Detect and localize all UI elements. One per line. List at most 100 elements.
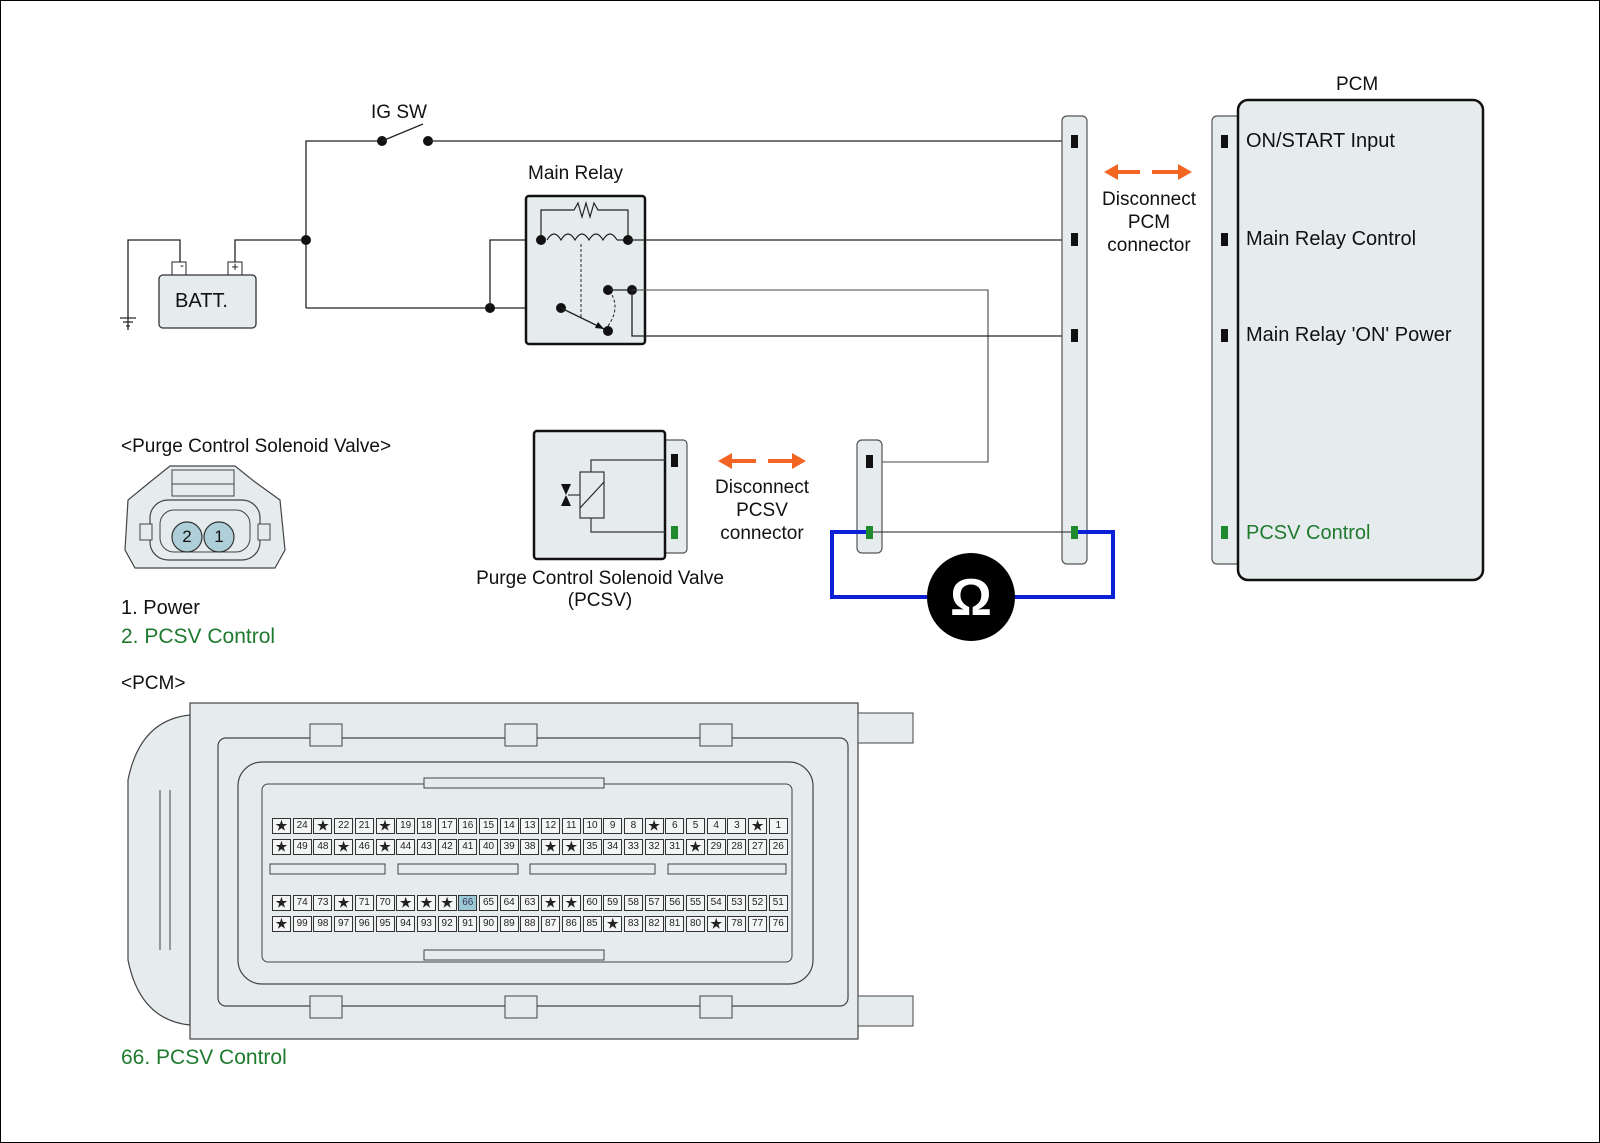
pin-terminal [1071, 233, 1078, 246]
pcm-pin-49: 49 [292, 839, 312, 855]
pcsv-pin-2 [171, 521, 203, 553]
pcm-pin-on-start: ON/START Input [1246, 130, 1395, 152]
pcm-pin-21: 21 [354, 818, 374, 834]
pcm-pin-48: 48 [313, 839, 333, 855]
pcm-pin-53: 53 [727, 895, 747, 911]
pcm-pin-64: 64 [499, 895, 519, 911]
pcm-pin-unused: ★ [313, 818, 333, 834]
pcm-pin-38: 38 [520, 839, 540, 855]
pcm-pin-15: 15 [479, 818, 498, 834]
pcm-pin-unused: ★ [272, 818, 291, 834]
pcsv-connector-face [124, 465, 286, 569]
pcm-pin-5: 5 [686, 818, 705, 834]
disconnect-pcm-arrows [1104, 164, 1192, 180]
pcm-pin-unused: ★ [748, 818, 768, 834]
pcm-pin-81: 81 [665, 916, 685, 932]
pin-terminal [1071, 329, 1078, 342]
pcm-pin-unused: ★ [272, 895, 291, 911]
pcm-pin-unused: ★ [541, 839, 561, 855]
pin-terminal-pcsv [1221, 526, 1228, 539]
pcm-connector-title: <PCM> [121, 673, 186, 694]
pcm-pin-70: 70 [375, 895, 395, 911]
pcm-pin-unused: ★ [375, 839, 395, 855]
pcm-pin-90: 90 [479, 916, 498, 932]
pcm-pin-14: 14 [499, 818, 519, 834]
pcm-pin-78: 78 [727, 916, 747, 932]
pcm-pin-unused: ★ [334, 895, 354, 911]
resistor-icon [540, 200, 629, 240]
pcm-pin-unused: ★ [272, 916, 291, 932]
pcm-pin-12: 12 [541, 818, 561, 834]
battery-body [158, 274, 257, 329]
pcm-pin-13: 13 [520, 818, 540, 834]
valve-icon [561, 484, 571, 495]
pcm-pin-main-relay-control: Main Relay Control [1246, 228, 1417, 250]
pcm-pin-unused: ★ [561, 895, 581, 911]
pcm-pin-91: 91 [458, 916, 478, 932]
pcm-pin-44: 44 [396, 839, 416, 855]
pcm-pin-24: 24 [292, 818, 312, 834]
pcm-pin-57: 57 [644, 895, 664, 911]
disconnect-pcsv-line3: connector [720, 523, 804, 544]
pcm-pin-54: 54 [706, 895, 726, 911]
disconnect-pcm-line2: PCM [1127, 212, 1171, 233]
pcm-pin-76: 76 [768, 916, 788, 932]
pcm-pin-6: 6 [665, 818, 685, 834]
meter-lead-left[interactable] [830, 530, 930, 599]
pcm-pin-73: 73 [313, 895, 333, 911]
pcsv-harness-connector [856, 439, 883, 554]
pcm-pin-98: 98 [313, 916, 333, 932]
pcm-pin-10: 10 [582, 818, 602, 834]
pcm-pin-16: 16 [458, 818, 478, 834]
pcm-pin-29: 29 [706, 839, 726, 855]
pcm-pin-31: 31 [665, 839, 685, 855]
pcsv-component-label-line2: (PCSV) [567, 590, 633, 611]
battery-neg-label: - [180, 258, 184, 272]
pcsv-component-label: Purge Control Solenoid Valve (PCSV) [440, 568, 760, 612]
ground-wire [127, 239, 181, 330]
pcsv-pin-1-label: 1 [214, 527, 224, 546]
pcm-pin-unused: ★ [603, 916, 623, 932]
ground-icon [120, 317, 136, 327]
pcm-pin-55: 55 [686, 895, 705, 911]
pcm-pin-4: 4 [706, 818, 726, 834]
pcm-pin-94: 94 [396, 916, 416, 932]
pcm-pin-66: 66 [458, 895, 478, 911]
pcm-pin-95: 95 [375, 916, 395, 932]
disconnect-pcsv-label: Disconnect PCSV connector [700, 476, 824, 545]
pcm-pin-82: 82 [644, 916, 664, 932]
pcm-pin-46: 46 [354, 839, 374, 855]
pcm-pin-41: 41 [458, 839, 478, 855]
battery-label: BATT. [175, 290, 228, 312]
pcm-pin-42: 42 [437, 839, 457, 855]
pcm-pin-18: 18 [416, 818, 436, 834]
pcm-pin-17: 17 [437, 818, 457, 834]
disconnect-pcm-label: Disconnect PCM connector [1090, 188, 1208, 257]
disconnect-pcsv-line1: Disconnect [715, 477, 809, 498]
pcm-pin-52: 52 [748, 895, 768, 911]
pcm-pin-96: 96 [354, 916, 374, 932]
pcm-pin-8: 8 [623, 818, 643, 834]
pcm-pin-86: 86 [561, 916, 581, 932]
pcm-pin-99: 99 [292, 916, 312, 932]
pcm-title: PCM [1336, 74, 1379, 95]
pcm-pin-35: 35 [582, 839, 602, 855]
pcm-pin-main-relay-on-power: Main Relay 'ON' Power [1246, 324, 1452, 346]
ig-switch-icon [377, 123, 433, 146]
pcm-pin-63: 63 [520, 895, 540, 911]
pcm-pin-74: 74 [292, 895, 312, 911]
disconnect-pcm-line1: Disconnect [1102, 189, 1196, 210]
pcm-pin-65: 65 [479, 895, 498, 911]
pcsv-component-label-line1: Purge Control Solenoid Valve [476, 568, 724, 589]
pcm-pin-71: 71 [354, 895, 374, 911]
junction-dot [301, 235, 311, 245]
pcm-pin-22: 22 [334, 818, 354, 834]
pin-terminal-pcsv [1071, 526, 1078, 539]
main-relay [524, 194, 647, 346]
pcm-pin-unused: ★ [416, 895, 436, 911]
pcm-pin-28: 28 [727, 839, 747, 855]
meter-lead-right[interactable] [1012, 530, 1115, 599]
pcm-pin-3: 3 [727, 818, 747, 834]
pcm-pin-26: 26 [768, 839, 788, 855]
pin-terminal-pcsv [866, 526, 873, 539]
